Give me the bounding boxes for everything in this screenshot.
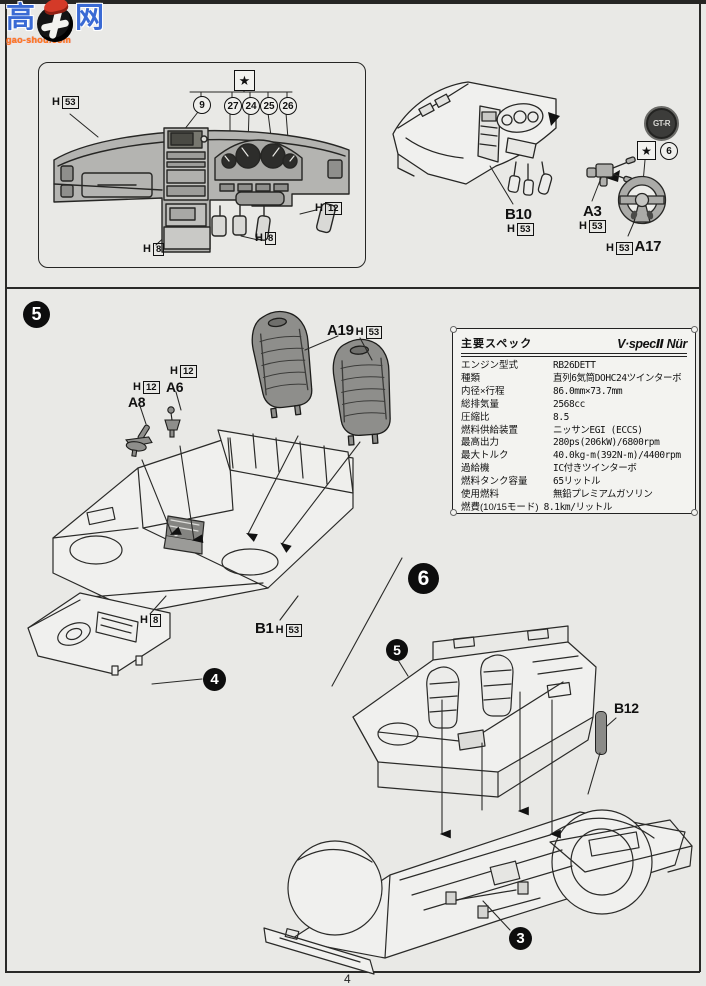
callout-26: 26 — [279, 97, 297, 115]
dashboard-perspective-drawing — [392, 81, 667, 237]
interior-assembly-drawing — [352, 625, 597, 798]
frame-right — [699, 4, 701, 972]
callout-6-wheel: 6 — [660, 142, 678, 160]
step5-number: 5 — [23, 301, 50, 328]
callout-24: 24 — [242, 97, 260, 115]
label-b12: B12 — [614, 700, 639, 716]
callout-step4-assembly: 4 — [203, 668, 226, 691]
frame-left — [5, 4, 7, 972]
callout-step3-chassis: 3 — [509, 927, 532, 950]
watermark-char-right: 网 — [75, 2, 105, 34]
spec-row: 燃料供給装置ニッサンEGI (ECCS) — [461, 424, 643, 436]
interior-tub-drawing — [27, 429, 354, 676]
star-marker-dashboard: ★ — [234, 70, 255, 91]
spec-row: 使用燃料無鉛プレミアムガソリン — [461, 489, 653, 501]
spec-row: 種類直列6気筒DOHC24ツインターボ — [461, 372, 682, 384]
chassis-drawing — [263, 809, 693, 975]
page-top-edge — [0, 0, 706, 4]
label-a8: A8 — [128, 394, 146, 410]
gtr-emblem: GT-R — [644, 106, 679, 141]
watermark-ball-icon — [37, 0, 74, 42]
callout-9: 9 — [193, 96, 211, 114]
spec-row: 燃費(10/15モード)8.1km/リットル — [461, 501, 612, 513]
watermark-domain: gao-shou.com — [6, 35, 72, 45]
callout-27: 27 — [224, 97, 242, 115]
step4-panel — [38, 62, 366, 268]
label-a6: A6 — [166, 379, 184, 395]
label-a3: A3 — [583, 203, 602, 220]
star-marker-wheel: ★ — [637, 141, 656, 160]
vspec-logo: V·specⅡ Nür — [617, 336, 687, 351]
callout-25: 25 — [260, 97, 278, 115]
label-b10: B10 — [505, 206, 532, 223]
watermark: 高 网 gao-shou.com — [6, 0, 105, 45]
star-icon: ★ — [641, 143, 652, 158]
dashboard-front-drawing — [53, 88, 350, 253]
frame-bottom — [5, 971, 700, 973]
section-divider — [5, 287, 700, 289]
spec-title: 主要スペック — [461, 338, 533, 350]
watermark-fist-icon — [42, 0, 70, 17]
watermark-char-left: 高 — [6, 2, 36, 34]
step6-number: 6 — [408, 563, 439, 594]
part-b12-antenna — [595, 711, 607, 755]
page-number: 4 — [344, 972, 351, 986]
star-icon: ★ — [238, 73, 251, 88]
